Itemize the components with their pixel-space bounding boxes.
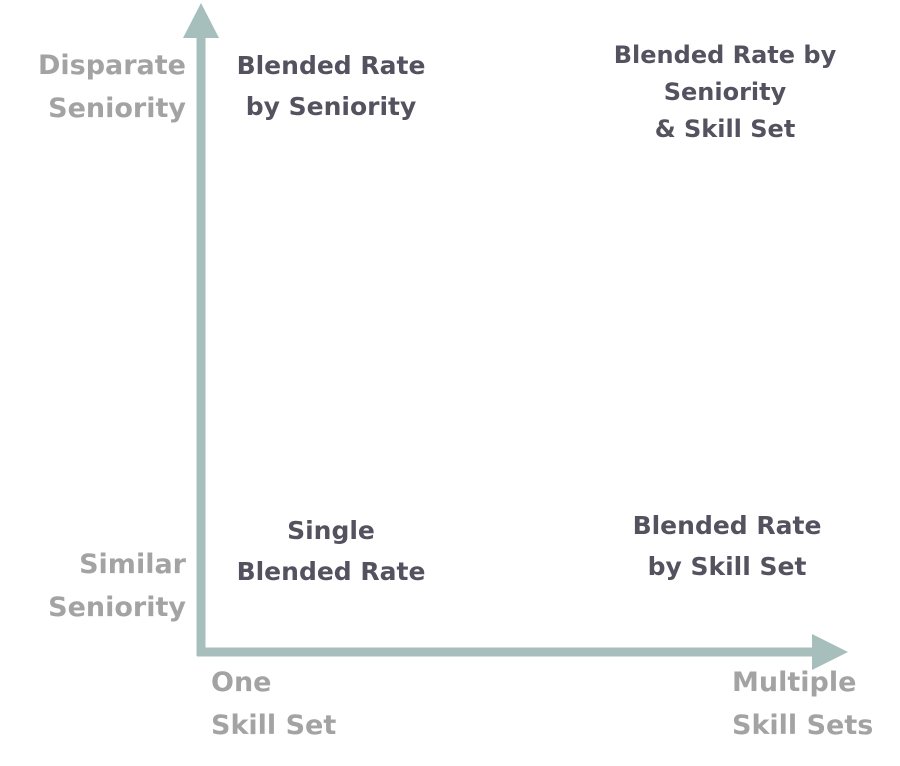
y-axis-top-label: Disparate Seniority [37, 50, 186, 124]
x-axis-arrowhead [812, 634, 848, 670]
x-axis-left-label: One Skill Set [211, 667, 337, 741]
y-axis-arrowhead [183, 3, 219, 38]
quadrant-bottom-right: Blended Rate by Skill Set [632, 511, 822, 581]
y-axis-bottom-label: Similar Seniority [48, 549, 186, 623]
quadrant-top-left: Blended Rate by Seniority [236, 51, 426, 121]
x-axis-right-label: Multiple Skill Sets [732, 667, 874, 741]
quadrant-bottom-left: Single Blended Rate [236, 516, 426, 586]
quadrant-top-right: Blended Rate by Seniority & Skill Set [613, 41, 837, 143]
